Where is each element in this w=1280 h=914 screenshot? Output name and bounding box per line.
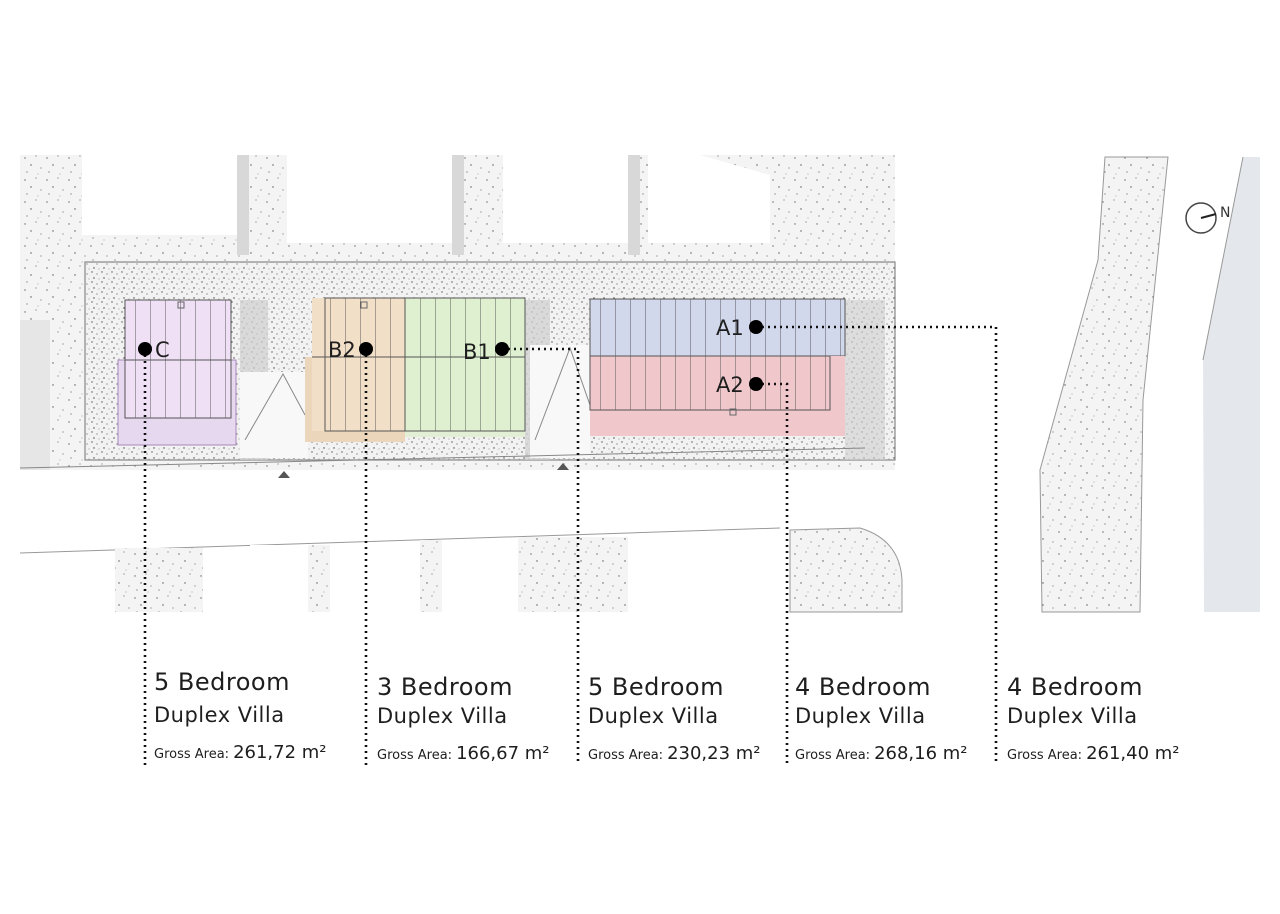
- gross-area-label: Gross Area:: [1007, 748, 1083, 763]
- unit-markers: [138, 320, 763, 391]
- unit-a1-footprint[interactable]: [589, 298, 846, 357]
- bedroom-count: 4 Bedroom: [1007, 673, 1143, 701]
- unit-type: Duplex Villa: [1007, 704, 1138, 728]
- gross-area-value: 166,67 m²: [456, 743, 550, 764]
- surrounding-plots: [19, 155, 1260, 613]
- unit-c-footprint[interactable]: [117, 299, 237, 446]
- gross-area: Gross Area:268,16 m²: [795, 743, 968, 764]
- unit-a2-footprint[interactable]: [589, 355, 845, 436]
- gross-area: Gross Area:230,23 m²: [588, 743, 761, 764]
- gross-area: Gross Area:261,72 m²: [154, 742, 327, 763]
- unit-tag-a1: A1: [716, 316, 744, 340]
- gross-area-value: 268,16 m²: [874, 743, 968, 764]
- bedroom-count: 5 Bedroom: [588, 673, 724, 701]
- unit-type: Duplex Villa: [154, 703, 285, 727]
- unit-type: Duplex Villa: [588, 704, 719, 728]
- unit-a2-label: 4 Bedroom Duplex Villa Gross Area:268,16…: [795, 673, 968, 764]
- marker-a1: [749, 320, 763, 334]
- unit-tag-b2: B2: [328, 338, 356, 362]
- unit-b2-footprint[interactable]: [305, 297, 408, 442]
- unit-type: Duplex Villa: [377, 704, 508, 728]
- leader-lines: [143, 325, 998, 765]
- unit-tag-a2: A2: [716, 373, 744, 397]
- unit-type: Duplex Villa: [795, 704, 926, 728]
- unit-tag-b1: B1: [463, 340, 491, 364]
- unit-b2-label: 3 Bedroom Duplex Villa Gross Area:166,67…: [377, 673, 550, 764]
- unit-tag-c: C: [155, 338, 170, 362]
- unit-c-label: 5 Bedroom Duplex Villa Gross Area:261,72…: [154, 668, 327, 763]
- marker-a2: [749, 377, 763, 391]
- gross-area-label: Gross Area:: [154, 747, 230, 762]
- north-arrow-icon: [1185, 202, 1217, 234]
- marker-b1: [495, 342, 509, 356]
- gross-area: Gross Area:166,67 m²: [377, 743, 550, 764]
- unit-b1-footprint[interactable]: [312, 297, 526, 437]
- compass-label: N: [1220, 205, 1231, 221]
- bedroom-count: 5 Bedroom: [154, 668, 290, 696]
- gross-area-label: Gross Area:: [588, 748, 664, 763]
- bedroom-count: 4 Bedroom: [795, 673, 931, 701]
- gross-area-label: Gross Area:: [377, 748, 453, 763]
- gross-area-value: 230,23 m²: [667, 743, 761, 764]
- bedroom-count: 3 Bedroom: [377, 673, 513, 701]
- gross-area: Gross Area:261,40 m²: [1007, 743, 1180, 764]
- unit-a1-label: 4 Bedroom Duplex Villa Gross Area:261,40…: [1007, 673, 1180, 764]
- marker-c: [138, 342, 152, 356]
- unit-b1-label: 5 Bedroom Duplex Villa Gross Area:230,23…: [588, 673, 761, 764]
- gross-area-label: Gross Area:: [795, 748, 871, 763]
- gross-area-value: 261,72 m²: [233, 742, 327, 763]
- marker-b2: [359, 342, 373, 356]
- gross-area-value: 261,40 m²: [1086, 743, 1180, 764]
